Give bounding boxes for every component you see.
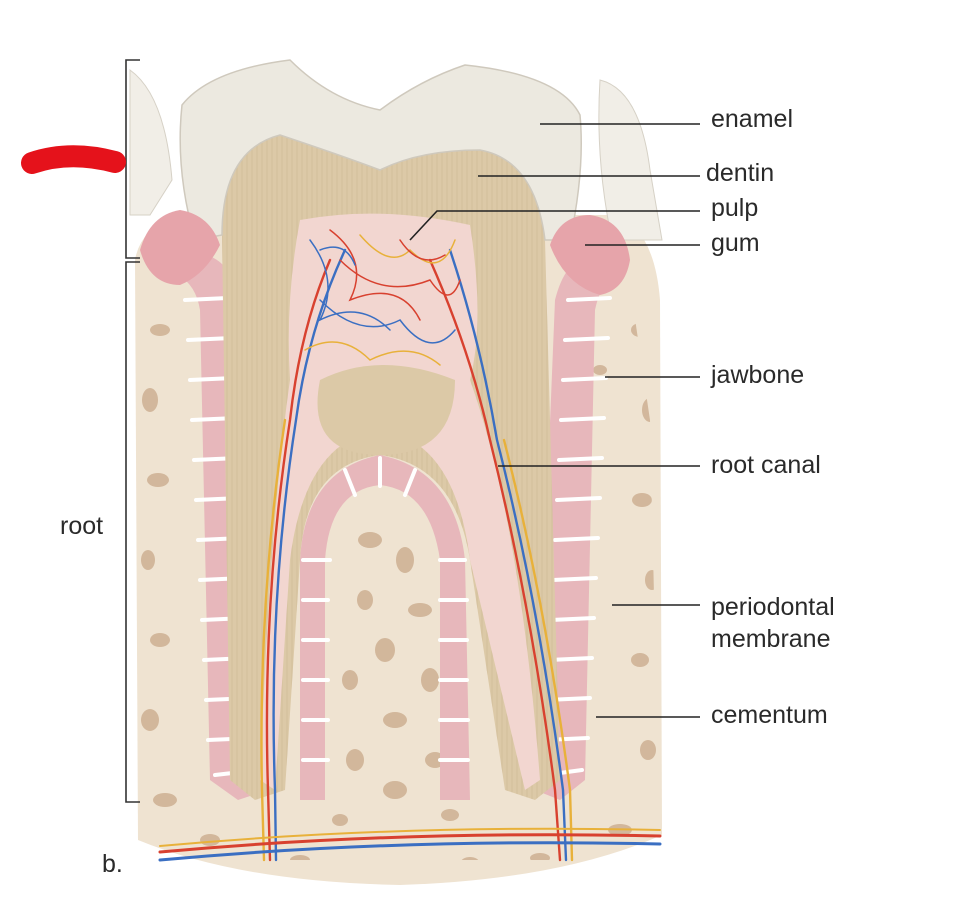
left-neighbor-tooth	[129, 69, 173, 216]
label-periodontal: periodontal	[711, 593, 835, 621]
red-marker-icon	[21, 145, 126, 174]
panel-label: b.	[102, 850, 123, 878]
label-enamel: enamel	[711, 105, 793, 133]
crown-root-brackets	[125, 59, 140, 803]
enamel	[179, 59, 582, 241]
label-cementum: cementum	[711, 701, 828, 729]
leader-lines	[409, 123, 700, 718]
label-root-canal: root canal	[711, 451, 821, 479]
label-periodontal-membrane: periodontal membrane	[711, 591, 835, 655]
label-pulp: pulp	[711, 194, 759, 222]
label-jawbone: jawbone	[711, 361, 805, 389]
label-membrane: membrane	[711, 625, 831, 653]
label-root: root	[60, 512, 104, 540]
vessels	[158, 229, 662, 862]
label-dentin: dentin	[706, 159, 775, 187]
pulp	[260, 213, 540, 791]
right-neighbor-tooth	[598, 79, 663, 241]
gum-right	[550, 215, 630, 295]
label-gum: gum	[711, 229, 760, 257]
gum-left	[140, 210, 220, 285]
